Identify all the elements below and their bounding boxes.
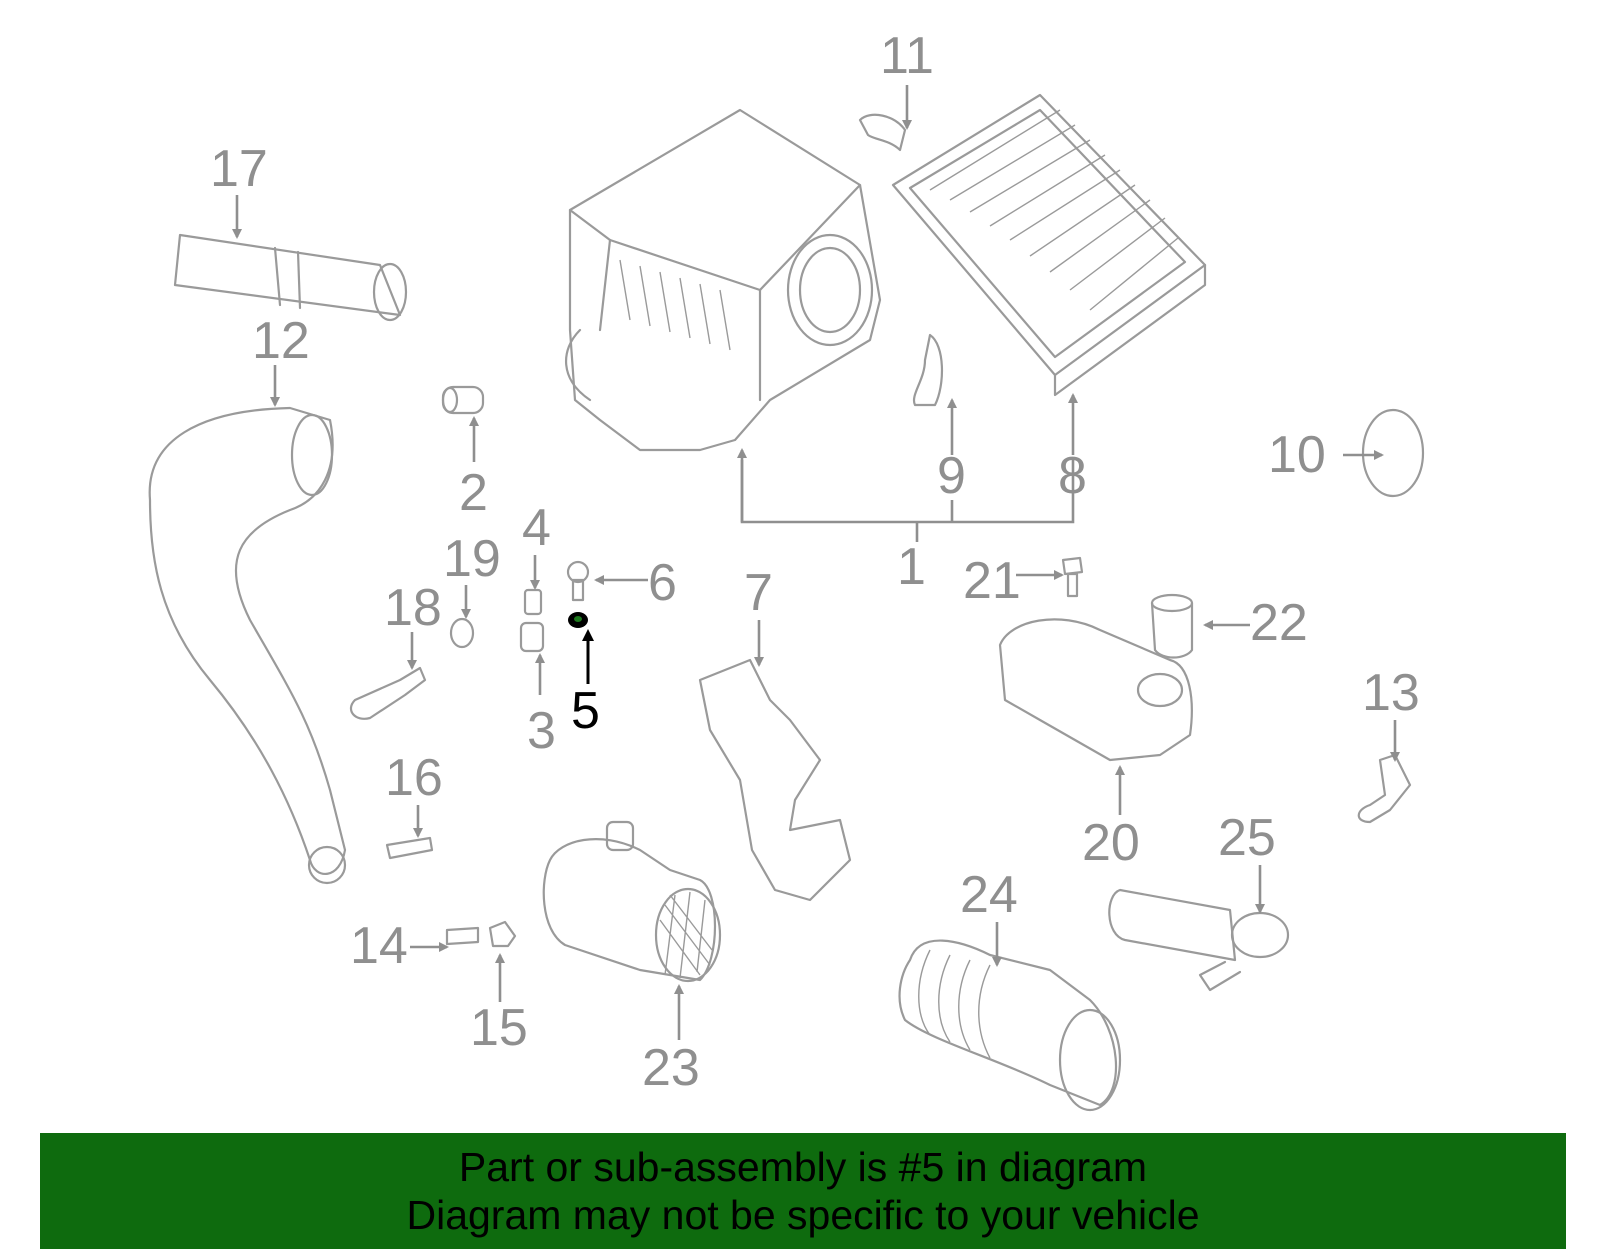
part-9-clip bbox=[912, 333, 944, 407]
callout-20: 20 bbox=[1082, 814, 1140, 872]
callout-13: 13 bbox=[1362, 664, 1420, 722]
part-5-nut bbox=[568, 612, 588, 628]
part-6-bolt bbox=[566, 560, 590, 602]
part-15-nut bbox=[488, 920, 517, 948]
part-2-sleeve bbox=[441, 385, 485, 415]
part-10-ring bbox=[1361, 408, 1425, 498]
callout-18: 18 bbox=[384, 579, 442, 637]
banner-line-part-note: Part or sub-assembly is #5 in diagram bbox=[458, 1144, 1148, 1190]
part-20-housing-lower bbox=[998, 618, 1193, 762]
callout-6: 6 bbox=[648, 554, 677, 612]
callout-25: 25 bbox=[1218, 809, 1276, 867]
callout-labels: 11 17 12 2 4 19 18 3 5 6 7 16 14 15 23 9… bbox=[210, 27, 1420, 1097]
callout-21: 21 bbox=[963, 552, 1021, 610]
part-14-bolt bbox=[445, 926, 480, 946]
callout-7: 7 bbox=[744, 564, 773, 622]
part-16-bolt bbox=[385, 836, 434, 860]
info-banner: Part or sub-assembly is #5 in diagram Di… bbox=[40, 1133, 1566, 1249]
part-3-grommet bbox=[519, 621, 545, 653]
part-21-bolt bbox=[1061, 556, 1084, 598]
callout-8: 8 bbox=[1058, 447, 1087, 505]
callout-4: 4 bbox=[522, 499, 551, 557]
callout-1: 1 bbox=[897, 538, 926, 596]
part-24-intake-boot bbox=[898, 939, 1122, 1112]
callout-12: 12 bbox=[252, 312, 310, 370]
part-8-air-filter bbox=[891, 93, 1207, 397]
part-19-washer bbox=[449, 617, 475, 649]
callout-17: 17 bbox=[210, 140, 268, 198]
callout-14: 14 bbox=[350, 917, 408, 975]
callout-3: 3 bbox=[527, 702, 556, 760]
part-13-bracket bbox=[1357, 753, 1412, 824]
callout-24: 24 bbox=[960, 866, 1018, 924]
callout-15: 15 bbox=[470, 999, 528, 1057]
callout-10: 10 bbox=[1268, 426, 1326, 484]
part-17-tube bbox=[173, 233, 408, 322]
part-18-sensor bbox=[349, 666, 427, 720]
part-23-mass-air-flow-sensor bbox=[542, 820, 722, 983]
leader-lines bbox=[232, 85, 1400, 1040]
callout-16: 16 bbox=[385, 749, 443, 807]
callout-22: 22 bbox=[1250, 594, 1308, 652]
callout-5: 5 bbox=[571, 682, 600, 740]
callout-11: 11 bbox=[880, 27, 934, 85]
part-7-bracket bbox=[698, 658, 852, 902]
part-4-pin bbox=[523, 588, 543, 616]
callout-9: 9 bbox=[937, 447, 966, 505]
callout-2: 2 bbox=[459, 464, 488, 522]
part-1-air-cleaner-housing bbox=[565, 108, 882, 452]
part-12-intake-hose bbox=[148, 406, 347, 885]
part-22-sleeve bbox=[1150, 593, 1194, 659]
callout-23: 23 bbox=[642, 1039, 700, 1097]
banner-line-disclaimer: Diagram may not be specific to your vehi… bbox=[406, 1192, 1200, 1238]
callout-19: 19 bbox=[443, 530, 501, 588]
part-11-clip bbox=[858, 113, 907, 152]
